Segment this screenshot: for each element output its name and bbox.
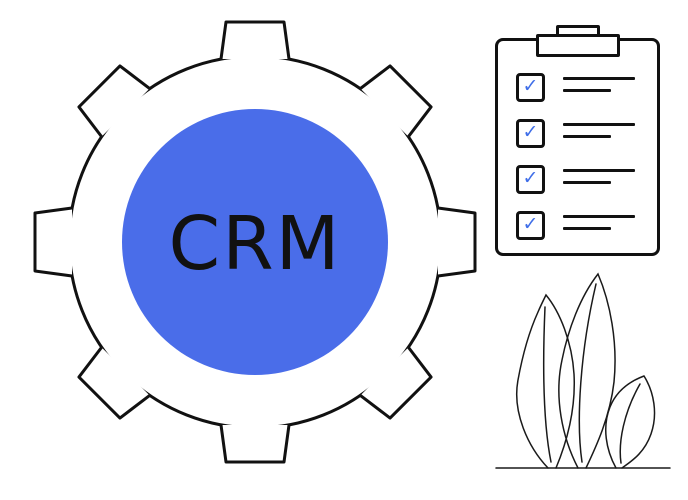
gear-tooth	[359, 346, 433, 420]
leaf-vein	[619, 383, 641, 464]
checklist-item: ✓	[516, 165, 643, 194]
checkmark-icon: ✓	[522, 167, 539, 189]
checkmark-icon: ✓	[522, 75, 539, 97]
gear-tooth	[437, 206, 477, 278]
gear-tooth	[219, 424, 291, 464]
text-line	[563, 77, 635, 80]
leaf-vein	[542, 306, 552, 463]
text-line	[563, 169, 635, 172]
leaf-outline	[516, 293, 576, 469]
checklist-item: ✓	[516, 211, 643, 240]
leaf-vein	[578, 283, 597, 463]
item-text-lines	[563, 119, 643, 138]
checkmark-icon: ✓	[522, 121, 539, 143]
checkbox-icon: ✓	[516, 119, 545, 148]
gear-tooth	[219, 20, 291, 60]
text-line	[563, 123, 635, 126]
checklist-item: ✓	[516, 73, 643, 102]
gear-tooth	[359, 64, 433, 138]
checkbox-icon: ✓	[516, 73, 545, 102]
text-line	[563, 181, 611, 184]
clipboard-clip-bar	[535, 34, 620, 57]
gear-tooth	[77, 64, 151, 138]
gear-center-circle	[122, 109, 388, 375]
crm-label: CRM	[169, 201, 342, 287]
leaf-outline	[605, 375, 656, 469]
item-text-lines	[563, 73, 643, 92]
text-line	[563, 227, 611, 230]
text-line	[563, 215, 635, 218]
gear-tooth	[77, 346, 151, 420]
plant-illustration	[495, 272, 671, 469]
text-line	[563, 135, 611, 138]
gear-illustration: CRM	[33, 20, 477, 464]
gear-tooth	[33, 206, 73, 278]
checkbox-icon: ✓	[516, 211, 545, 240]
checklist: ✓ ✓ ✓	[516, 73, 643, 257]
checkbox-icon: ✓	[516, 165, 545, 194]
item-text-lines	[563, 211, 643, 230]
item-text-lines	[563, 165, 643, 184]
checkmark-icon: ✓	[522, 213, 539, 235]
text-line	[563, 89, 611, 92]
clipboard-illustration: ✓ ✓ ✓	[495, 25, 660, 257]
checklist-item: ✓	[516, 119, 643, 148]
